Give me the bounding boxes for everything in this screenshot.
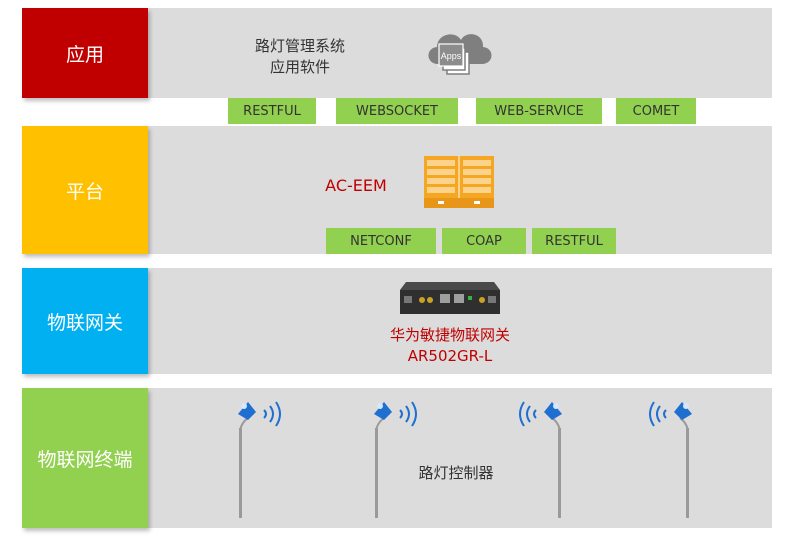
app-interface-web-service: WEB-SERVICE	[476, 98, 602, 124]
platform-interface-netconf: NETCONF	[326, 228, 436, 254]
layer-label-terminal: 物联网终端	[22, 388, 148, 528]
terminal-controller-label: 路灯控制器	[418, 464, 494, 482]
apps-cloud-icon: Apps	[422, 22, 498, 80]
layer-label-platform: 平台	[22, 126, 148, 254]
app-software-line2: 应用软件	[269, 58, 330, 76]
gateway-name-line1: 华为敏捷物联网关	[389, 326, 510, 344]
platform-interface-coap: COAP	[442, 228, 526, 254]
street-lamp-icon	[366, 396, 436, 520]
gateway-name: 华为敏捷物联网关 AR502GR-L	[330, 325, 570, 367]
app-interface-websocket: WEBSOCKET	[336, 98, 458, 124]
street-lamp-icon	[636, 396, 706, 520]
layer-label-gateway: 物联网关	[22, 268, 148, 374]
street-lamp-icon	[500, 396, 570, 520]
app-interface-comet: COMET	[616, 98, 696, 124]
apps-badge-text: Apps	[441, 51, 462, 61]
app-software-line1: 路灯管理系统	[254, 37, 345, 55]
app-interface-restful: RESTFUL	[228, 98, 316, 124]
server-icon	[424, 156, 494, 210]
layer-label-application: 应用	[22, 8, 148, 98]
app-software-name: 路灯管理系统 应用软件	[230, 36, 370, 78]
street-lamp-icon	[230, 396, 300, 520]
platform-interface-restful: RESTFUL	[532, 228, 616, 254]
platform-name: AC-EEM	[325, 176, 387, 195]
gateway-name-line2: AR502GR-L	[407, 347, 493, 365]
gateway-device-icon	[400, 276, 500, 318]
